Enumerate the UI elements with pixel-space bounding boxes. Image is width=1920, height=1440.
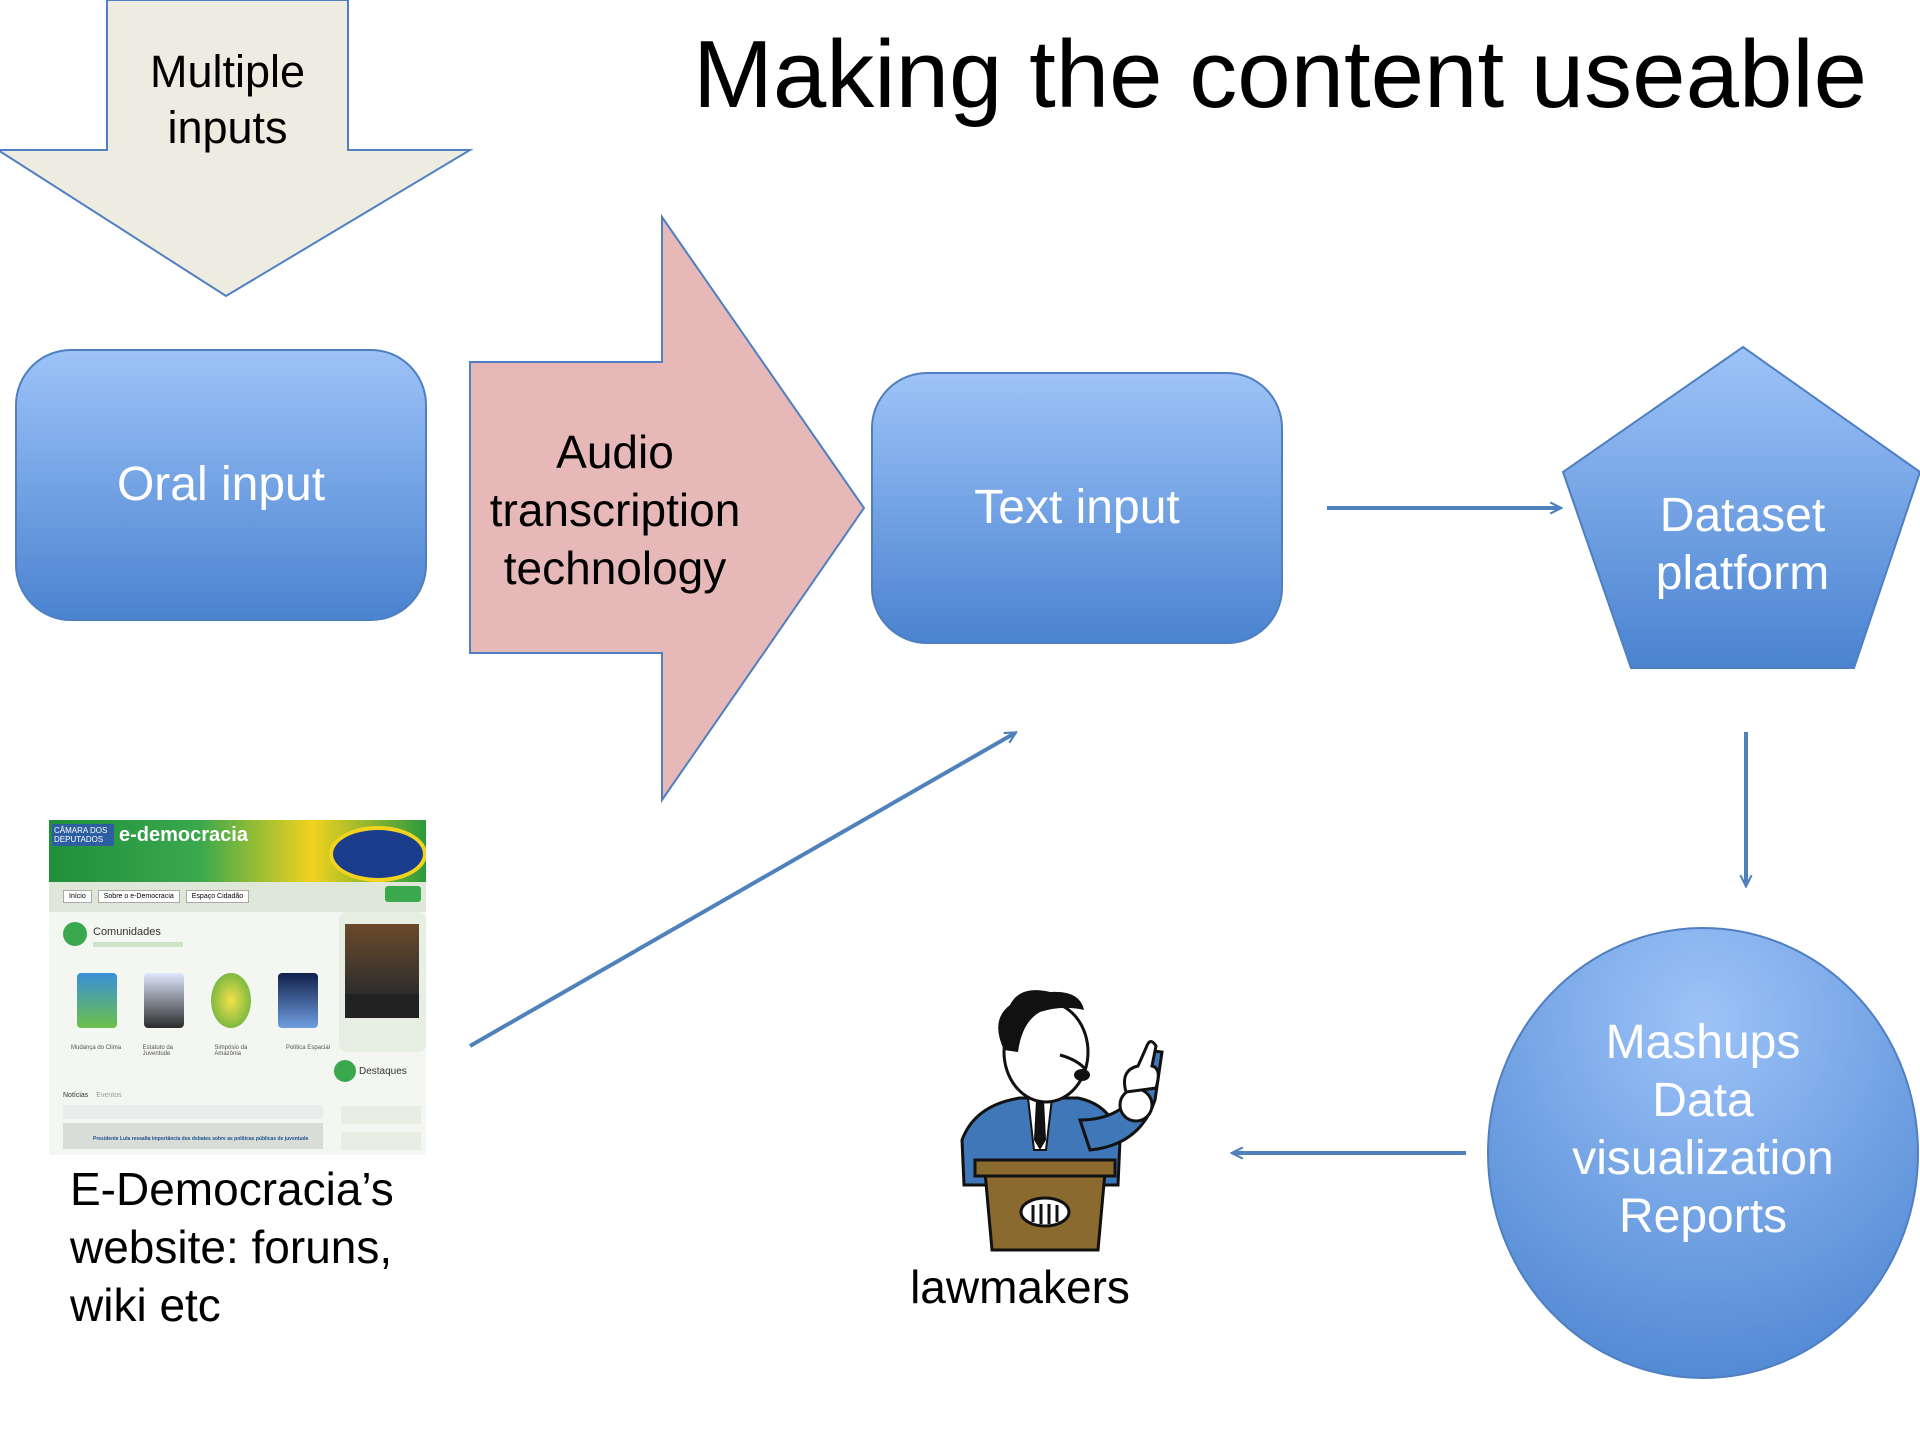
dataset-platform-label: Dataset platform — [1655, 489, 1830, 600]
site-tab-inicio[interactable]: Início — [63, 890, 92, 903]
connector-website-to-text — [469, 733, 1015, 1048]
site-community-3[interactable]: Simpósio da Amazônia — [214, 1045, 248, 1057]
site-logo-brand: e-democracia — [119, 824, 248, 846]
audio-transcription-label: Audio transcription technology — [489, 426, 741, 594]
multiple-inputs-arrow — [0, 0, 474, 298]
site-logo-top: CÂMARA DOS DEPUTADOS — [52, 824, 114, 846]
audio-transcription-arrow — [469, 213, 866, 804]
lawmakers-label: lawmakers — [910, 1261, 1130, 1313]
site-news-tab[interactable]: Notícias — [63, 1092, 89, 1099]
outputs-label: Mashups Data visualization Reports — [1572, 1016, 1834, 1243]
site-section-communities: Comunidades — [93, 926, 161, 938]
oral-input-box — [15, 349, 427, 621]
outputs-circle — [1487, 927, 1919, 1379]
multiple-inputs-label: Multiple inputs — [149, 46, 306, 153]
text-input-label: Text input — [974, 481, 1180, 534]
site-community-2[interactable]: Estatuto da Juventude — [142, 1045, 174, 1057]
site-section-highlights: Destaques — [359, 1066, 407, 1077]
site-community-1[interactable]: Mudança do Clima — [71, 1045, 122, 1051]
dataset-platform-pentagon — [1561, 345, 1920, 669]
page-title: Making the content useable — [692, 21, 1868, 128]
site-events-tab[interactable]: Eventos — [96, 1092, 122, 1099]
lawmaker-icon — [960, 990, 1164, 1252]
oral-input-label: Oral input — [116, 458, 326, 511]
website-caption: E-Democracia’s website: foruns, wiki etc — [70, 1163, 394, 1331]
site-tab-sobre[interactable]: Sobre o e-Democracia — [97, 890, 180, 903]
site-tab-espaco[interactable]: Espaço Cidadão — [185, 890, 250, 903]
text-input-box — [871, 372, 1283, 644]
edemocracia-screenshot: CÂMARA DOS DEPUTADOS e-democracia Início… — [49, 820, 426, 1155]
site-community-4[interactable]: Política Espacial — [285, 1045, 330, 1051]
site-headline[interactable]: Presidente Lula ressalta importância dos… — [93, 1136, 309, 1142]
